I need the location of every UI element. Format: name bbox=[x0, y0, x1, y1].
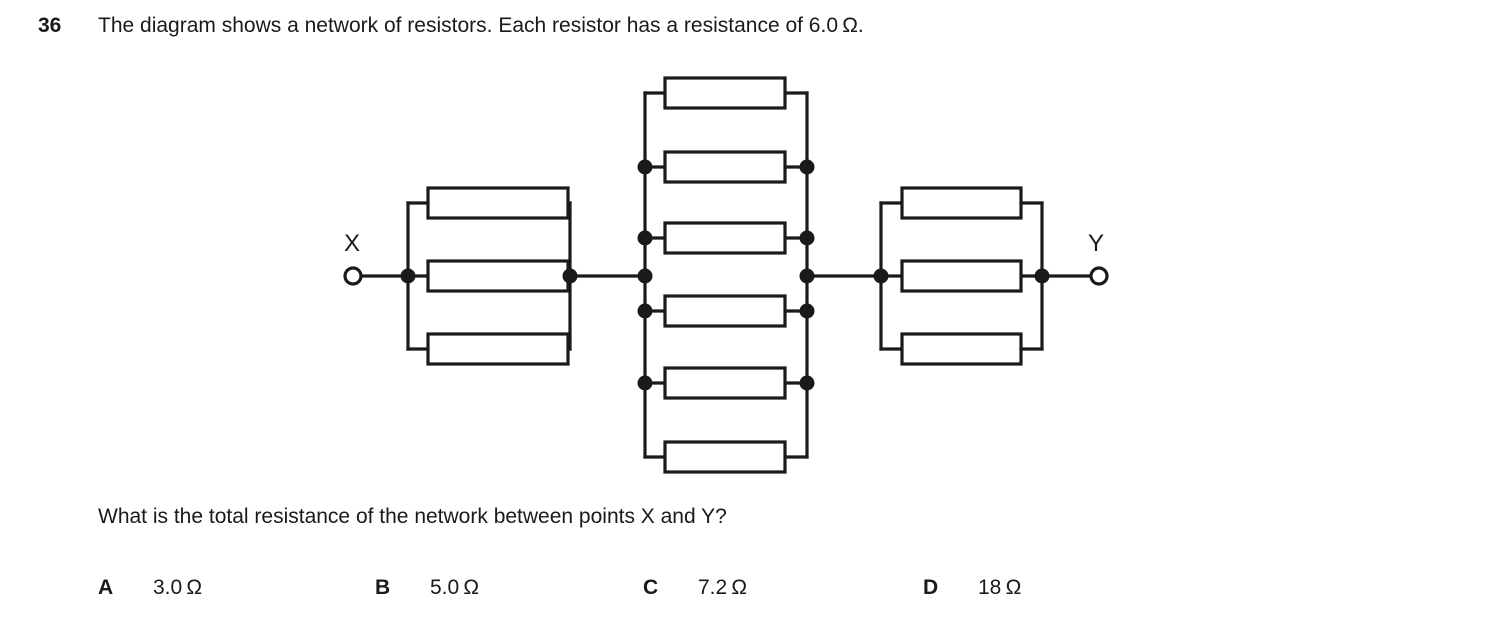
junction-dot-middle-right-2 bbox=[799, 159, 815, 175]
terminal-x-circle bbox=[343, 266, 363, 286]
answer-options: A 3.0 Ω B 5.0 Ω C 7.2 Ω D 18 Ω bbox=[98, 576, 1198, 608]
resistor-l1 bbox=[426, 186, 570, 220]
option-letter-b: B bbox=[375, 576, 391, 599]
terminal-y-label: Y bbox=[1088, 230, 1104, 257]
resistor-m1 bbox=[663, 76, 787, 110]
resistor-l3 bbox=[426, 332, 570, 366]
junction-dot-middle-left-3 bbox=[637, 230, 653, 246]
answer-option-c[interactable]: C 7.2 Ω bbox=[643, 576, 747, 600]
option-letter-a: A bbox=[98, 576, 114, 599]
option-value-c: 7.2 Ω bbox=[698, 576, 748, 599]
resistor-m3 bbox=[663, 221, 787, 255]
option-value-d: 18 Ω bbox=[978, 576, 1022, 599]
junction-dot-middle-left-2 bbox=[637, 159, 653, 175]
resistor-m5 bbox=[663, 366, 787, 400]
left-group bbox=[360, 186, 578, 366]
junction-dot-middle-right-4 bbox=[799, 303, 815, 319]
junction-dot-right-group-in bbox=[873, 268, 889, 284]
resistor-m6 bbox=[663, 440, 787, 474]
question-stem: The diagram shows a network of resistors… bbox=[98, 14, 864, 37]
resistor-m2 bbox=[663, 150, 787, 184]
resistor-m4 bbox=[663, 294, 787, 328]
junction-dot-left-group-in bbox=[400, 268, 416, 284]
question-heading: 36 The diagram shows a network of resist… bbox=[38, 14, 864, 38]
right-group bbox=[873, 186, 1092, 366]
terminal-y-circle bbox=[1089, 266, 1109, 286]
option-letter-d: D bbox=[923, 576, 939, 599]
answer-option-b[interactable]: B 5.0 Ω bbox=[375, 576, 479, 600]
resistor-r2 bbox=[900, 259, 1023, 293]
junction-dot-middle-left-5 bbox=[637, 375, 653, 391]
resistor-r3 bbox=[900, 332, 1023, 366]
resistor-network-diagram: X Y bbox=[0, 55, 1200, 485]
question-prompt: What is the total resistance of the netw… bbox=[98, 505, 727, 528]
option-value-a: 3.0 Ω bbox=[153, 576, 203, 599]
junction-dot-middle-left-in bbox=[637, 268, 653, 284]
terminal-x-label: X bbox=[344, 230, 360, 257]
junction-dot-middle-right-3 bbox=[799, 230, 815, 246]
resistor-r1 bbox=[900, 186, 1023, 220]
junction-dot-middle-right-5 bbox=[799, 375, 815, 391]
answer-option-d[interactable]: D 18 Ω bbox=[923, 576, 1021, 600]
option-letter-c: C bbox=[643, 576, 659, 599]
question-number: 36 bbox=[38, 14, 62, 37]
resistor-l2 bbox=[426, 259, 570, 293]
option-value-b: 5.0 Ω bbox=[430, 576, 480, 599]
junction-dot-middle-left-4 bbox=[637, 303, 653, 319]
middle-group bbox=[637, 76, 815, 474]
answer-option-a[interactable]: A 3.0 Ω bbox=[98, 576, 202, 600]
